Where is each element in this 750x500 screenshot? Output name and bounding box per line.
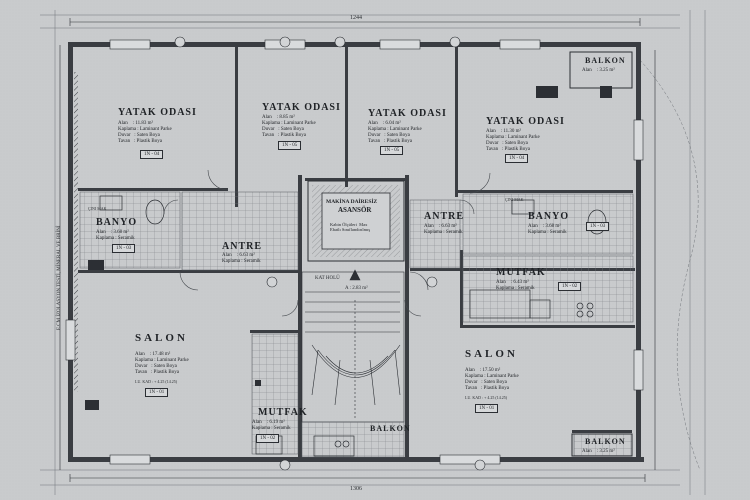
room-info-entrance-2: Alan : 6.63 m² Kaplama : Seramik <box>424 224 463 235</box>
reference-grid <box>40 10 706 495</box>
room-code-kitchen-1: 1N - 02 <box>558 282 582 291</box>
room-info-living-1: Alan : 17.48 m² Kaplama : Laminant Parke… <box>135 352 189 375</box>
elevator-shaft <box>307 180 405 262</box>
machine-room-line1: MAKİNA DAİRESİZ <box>326 199 378 205</box>
door-swings <box>163 169 491 317</box>
room-info-kitchen-1: Alan : 6.43 m² Kaplama : Seramik <box>496 280 535 291</box>
room-label-balcony-3: BALKON <box>585 437 626 446</box>
room-label-balcony-2: BALKON <box>370 424 411 433</box>
room-label-entrance-1: ANTRE <box>222 241 263 252</box>
tiled-areas <box>79 191 634 458</box>
room-label-entrance-2: ANTRE <box>424 211 465 222</box>
machine-room-note: Kabin Ölçüleri Max Ebatlı Sınıflandırılm… <box>330 222 371 232</box>
room-info-entrance-1: Alan : 6.63 m² Kaplama : Seramik <box>222 253 261 264</box>
level-living-2: LU. KAD : + 4.25 (14.25) <box>465 395 508 400</box>
top-total-dimension: 1244 <box>350 15 362 21</box>
room-info-kitchen-2: Alan : 6.19 m² Kaplama : Seramik <box>252 420 291 431</box>
room-label-kitchen-2: MUTFAK <box>258 407 308 418</box>
room-label-balcony-1: BALKON <box>585 56 626 65</box>
room-info-bedroom-2: Alan : 8.85 m² Kaplama : Laminant Parke … <box>262 115 316 138</box>
outer-walls <box>68 42 644 462</box>
room-code-bedroom-3: 1N - 05 <box>380 146 404 155</box>
room-code-bedroom-1: 1N - 04 <box>140 150 164 159</box>
room-code-bathroom-1: 1N - 03 <box>112 244 136 253</box>
room-code-bathroom-2: 1N - 03 <box>586 222 610 231</box>
room-label-bedroom-3: YATAK ODASI <box>368 108 447 119</box>
cold-wall-marker-2: ÇINI MAK <box>505 197 524 202</box>
room-label-bedroom-2: YATAK ODASI <box>262 102 341 113</box>
bottom-total-dimension: 1306 <box>350 486 362 492</box>
machine-room-line2: ASANSÖR <box>338 206 372 214</box>
room-info-bathroom-1: Alan : 3.68 m² Kaplama : Seramik <box>96 230 135 241</box>
axis-bubbles <box>174 36 486 471</box>
room-code-living-2: 1N - 01 <box>475 404 499 413</box>
room-info-living-2: Alan : 17.50 m² Kaplama : Laminant Parke… <box>465 368 519 391</box>
dimension-lines <box>59 18 656 482</box>
room-info-balcony-1: Alan : 3.25 m² <box>582 68 615 73</box>
column-markers <box>85 86 612 410</box>
room-label-bedroom-1: YATAK ODASI <box>118 107 197 118</box>
cold-wall-marker-1: ÇINI MAK <box>88 206 107 211</box>
room-code-bedroom-2: 1N - 05 <box>278 141 302 150</box>
room-label-living-1: SALON <box>135 332 188 344</box>
room-info-balcony-3: Alan : 3.25 m² <box>582 449 615 454</box>
room-label-bathroom-1: BANYO <box>96 217 138 228</box>
room-info-bedroom-4: Alan : 11.30 m² Kaplama : Laminant Parke… <box>486 129 540 152</box>
stair-area: A : 2.83 m² <box>345 286 368 291</box>
room-info-bedroom-1: Alan : 11.83 m² Kaplama : Laminant Parke… <box>118 121 172 144</box>
room-label-kitchen-1: MUTFAK <box>496 267 546 278</box>
room-info-bedroom-3: Alan : 6.04 m² Kaplama : Laminant Parke … <box>368 121 422 144</box>
room-label-living-2: SALON <box>465 348 518 360</box>
stair-label: KAT HOLÜ <box>315 276 340 281</box>
room-code-living-1: 1N - 01 <box>145 388 169 397</box>
room-label-bathroom-2: BANYO <box>528 211 570 222</box>
level-living-1: LU. KAD : + 4.25 (14.25) <box>135 379 178 384</box>
room-code-kitchen-2: 1N - 02 <box>256 434 280 443</box>
side-note: E.CM İZOLASYON TESTİ, MİNERAL VE BRİNİ <box>57 225 62 331</box>
room-label-bedroom-4: YATAK ODASI <box>486 116 565 127</box>
room-code-bedroom-4: 1N - 04 <box>505 154 529 163</box>
inner-walls <box>78 47 635 457</box>
room-info-bathroom-2: Alan : 3.68 m² Kaplama : Seramik <box>528 224 567 235</box>
